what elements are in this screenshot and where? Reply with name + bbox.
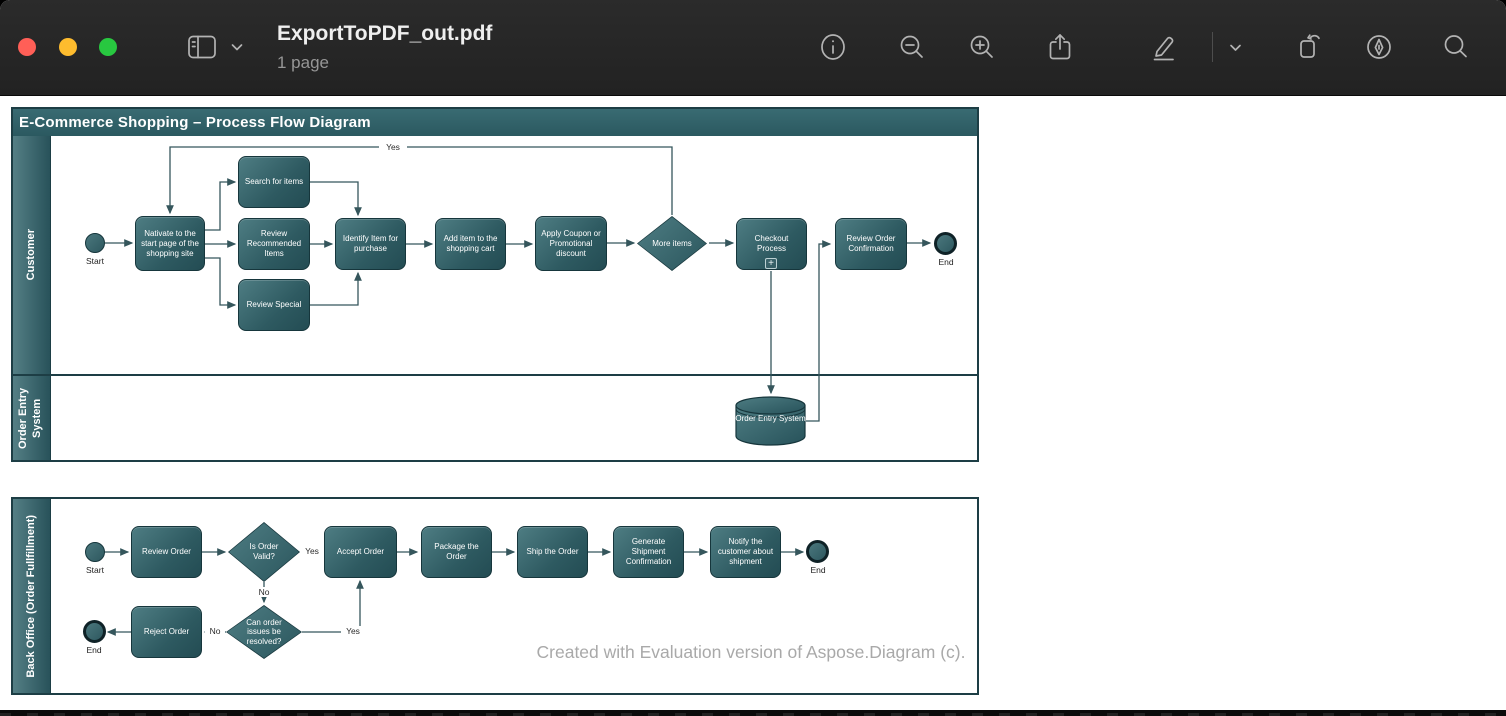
task-label: Reject Order — [143, 627, 190, 636]
lane-label: Customer — [24, 229, 37, 281]
datastore-order-entry-system: Order Entry System — [735, 396, 806, 447]
start-event — [85, 542, 105, 562]
task-label: Apply Coupon or Promotional discount — [541, 228, 601, 258]
gateway-label: More items — [652, 238, 692, 248]
markup-pencil-button[interactable] — [1148, 31, 1180, 63]
sidebar-toggle-icon[interactable] — [186, 31, 218, 63]
gateway-can-resolve: Can order issues be resolved? — [226, 605, 302, 659]
edge-label-no: No — [254, 587, 274, 597]
lane-divider — [13, 374, 977, 376]
task-review-order: Review Order — [131, 526, 202, 578]
datastore-label: Order Entry System — [735, 414, 806, 423]
task-search-items: Search for items — [238, 156, 310, 208]
connectors-layer — [105, 146, 932, 422]
start-label: Start — [86, 256, 104, 266]
zoom-out-button[interactable] — [896, 31, 928, 63]
page-count: 1 page — [277, 53, 329, 72]
task-label: Review Recommended Items — [246, 229, 302, 258]
task-label: Review Order — [142, 547, 191, 556]
task-accept-order: Accept Order — [324, 526, 397, 578]
task-checkout-process: Checkout Process — [736, 218, 807, 270]
window-title: ExportToPDF_out.pdf — [277, 22, 493, 45]
gateway-label: Is Order Valid? — [249, 542, 279, 561]
ecommerce-flow-diagram: E-Commerce Shopping – Process Flow Diagr… — [11, 107, 979, 462]
start-event — [85, 233, 105, 253]
minimize-button[interactable] — [59, 38, 77, 56]
edge-label-yes: Yes — [300, 546, 324, 556]
task-reject-order: Reject Order — [131, 606, 202, 658]
task-review-confirmation: Review Order Confirmation — [835, 218, 907, 270]
toolbar-divider — [1212, 32, 1213, 62]
gateway-label: Can order issues be resolved? — [246, 617, 282, 646]
task-notify-customer: Notify the customer about shipment — [710, 526, 781, 578]
pdf-page[interactable]: E-Commerce Shopping – Process Flow Diagr… — [0, 97, 1506, 710]
end-label: End — [86, 645, 102, 655]
subprocess-plus-icon: + — [765, 258, 777, 269]
edge-label-yes: Yes — [379, 142, 407, 152]
task-generate-shipment-confirmation: Generate Shipment Confirmation — [613, 526, 684, 578]
task-add-item: Add item to the shopping cart — [435, 218, 506, 270]
back-office-flow-diagram: Back Office (Order Fullfillment) — [11, 497, 979, 695]
annotate-pen-button[interactable] — [1363, 31, 1395, 63]
bottom-cutoff-strip — [0, 710, 1506, 716]
task-label: Accept Order — [336, 547, 385, 556]
lane-label: Order Entry System — [16, 387, 43, 449]
diagram-title-bar: E-Commerce Shopping – Process Flow Diagr… — [13, 109, 977, 136]
task-label: Checkout Process — [754, 234, 789, 253]
task-label: Identify Item for purchase — [342, 234, 399, 253]
fullscreen-button[interactable] — [99, 38, 117, 56]
task-label: Package the Order — [434, 542, 479, 561]
end-event — [934, 232, 957, 255]
task-label: Add item to the shopping cart — [443, 234, 498, 253]
lane-order-entry-system: Order Entry System — [13, 376, 51, 460]
task-label: Nativate to the start page of the shoppi… — [141, 228, 199, 258]
edge-label-yes: Yes — [341, 626, 365, 636]
lane-label: Back Office (Order Fullfillment) — [24, 514, 37, 678]
task-package-order: Package the Order — [421, 526, 492, 578]
info-button[interactable] — [817, 31, 849, 63]
task-label: Search for items — [244, 177, 304, 186]
task-identify-item: Identify Item for purchase — [335, 218, 406, 270]
end-label: End — [938, 257, 954, 267]
task-review-special: Review Special — [238, 279, 310, 331]
task-ship-order: Ship the Order — [517, 526, 588, 578]
end-event-bottom — [83, 620, 106, 643]
edge-label-no: No — [205, 626, 225, 636]
task-label: Generate Shipment Confirmation — [625, 537, 672, 566]
task-navigate: Nativate to the start page of the shoppi… — [135, 216, 205, 271]
task-apply-coupon: Apply Coupon or Promotional discount — [535, 216, 607, 271]
evaluation-watermark: Created with Evaluation version of Aspos… — [536, 642, 966, 662]
gateway-is-order-valid: Is Order Valid? — [228, 522, 300, 582]
close-button[interactable] — [18, 38, 36, 56]
diagram-title: E-Commerce Shopping – Process Flow Diagr… — [19, 114, 371, 131]
title-bar: ExportToPDF_out.pdf 1 page — [0, 0, 1506, 96]
markup-expand-chevron-icon[interactable] — [1222, 31, 1248, 63]
end-label: End — [810, 565, 826, 575]
gateway-more-items: More items — [637, 216, 707, 271]
lane-back-office: Back Office (Order Fullfillment) — [13, 499, 51, 693]
end-event-top — [806, 540, 829, 563]
rotate-left-button[interactable] — [1294, 31, 1326, 63]
sidebar-chevron-icon[interactable] — [227, 31, 247, 63]
task-label: Review Special — [246, 300, 302, 309]
start-label: Start — [86, 565, 104, 575]
share-button[interactable] — [1044, 31, 1076, 63]
search-button[interactable] — [1440, 31, 1472, 63]
task-review-recommended: Review Recommended Items — [238, 218, 310, 270]
zoom-in-button[interactable] — [966, 31, 998, 63]
task-label: Ship the Order — [526, 547, 579, 556]
lane-customer: Customer — [13, 136, 51, 374]
task-label: Review Order Confirmation — [846, 234, 896, 253]
task-label: Notify the customer about shipment — [717, 537, 774, 566]
